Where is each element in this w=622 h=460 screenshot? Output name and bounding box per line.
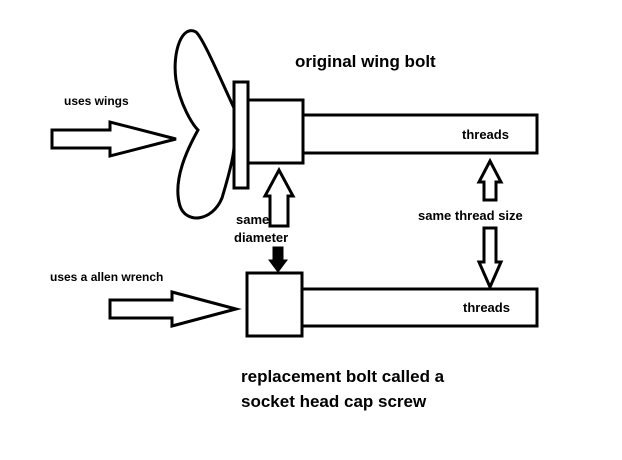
label-threads-bottom: threads — [463, 300, 510, 315]
label-threads-top: threads — [462, 127, 509, 142]
title-replacement-line1: replacement bolt called a — [241, 367, 445, 386]
label-same-diameter-line1: same — [236, 212, 270, 227]
socket-head — [245, 271, 304, 338]
title-replacement-line2: socket head cap screw — [241, 392, 427, 411]
label-uses-allen-wrench: uses a allen wrench — [50, 270, 164, 284]
uses-wings-arrow — [50, 120, 177, 158]
wing-bolt-shaft — [301, 113, 539, 155]
title-original-wing-bolt: original wing bolt — [295, 52, 436, 71]
wing-bolt-head — [246, 98, 305, 165]
wing-bolt-flange — [232, 80, 250, 190]
label-same-diameter-line2: diameter — [234, 230, 289, 245]
wing-shape — [173, 29, 236, 220]
same-diameter-down-arrow — [268, 246, 288, 273]
same-thread-down-arrow — [476, 226, 504, 291]
uses-allen-arrow — [108, 290, 242, 328]
label-same-thread-size: same thread size — [418, 208, 523, 223]
label-uses-wings: uses wings — [64, 94, 129, 108]
same-diameter-up-arrow — [262, 166, 296, 228]
socket-screw-shaft — [300, 287, 539, 328]
same-thread-up-arrow — [476, 157, 504, 202]
